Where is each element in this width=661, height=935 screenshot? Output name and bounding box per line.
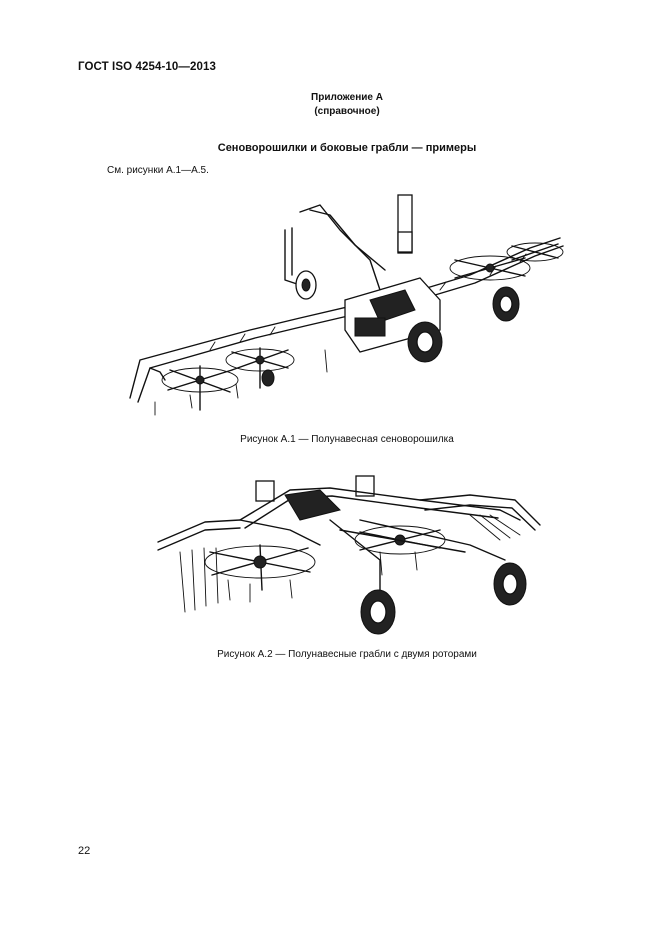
rotor-far-right <box>506 242 564 262</box>
appendix-subtitle: (справочное) <box>314 106 380 117</box>
rotor-left <box>161 365 239 411</box>
appendix-title: Приложение А <box>311 92 383 103</box>
rotor-mid <box>225 347 295 389</box>
wheel-main <box>407 321 443 363</box>
wheel-right <box>492 286 520 322</box>
rotor-left-a2 <box>204 544 316 591</box>
section-intro: См. рисунки А.1—А.5. <box>107 165 209 176</box>
figure-1-caption: Рисунок А.1 — Полунавесная сеноворошилка <box>240 434 454 445</box>
wheel-front-a2 <box>360 589 396 635</box>
appendix-heading: Приложение А (справочное) <box>0 91 661 119</box>
document-code: ГОСТ ISO 4254-10—2013 <box>78 61 216 73</box>
page-number: 22 <box>78 845 91 857</box>
wheel-rear-a2 <box>493 562 527 606</box>
section-heading: Сеноворошилки и боковые грабли — примеры <box>217 142 477 154</box>
figure-2-caption: Рисунок А.2 — Полунавесные грабли с двум… <box>217 649 477 660</box>
wheel-small-left <box>295 270 317 300</box>
rotor-right <box>449 255 531 281</box>
